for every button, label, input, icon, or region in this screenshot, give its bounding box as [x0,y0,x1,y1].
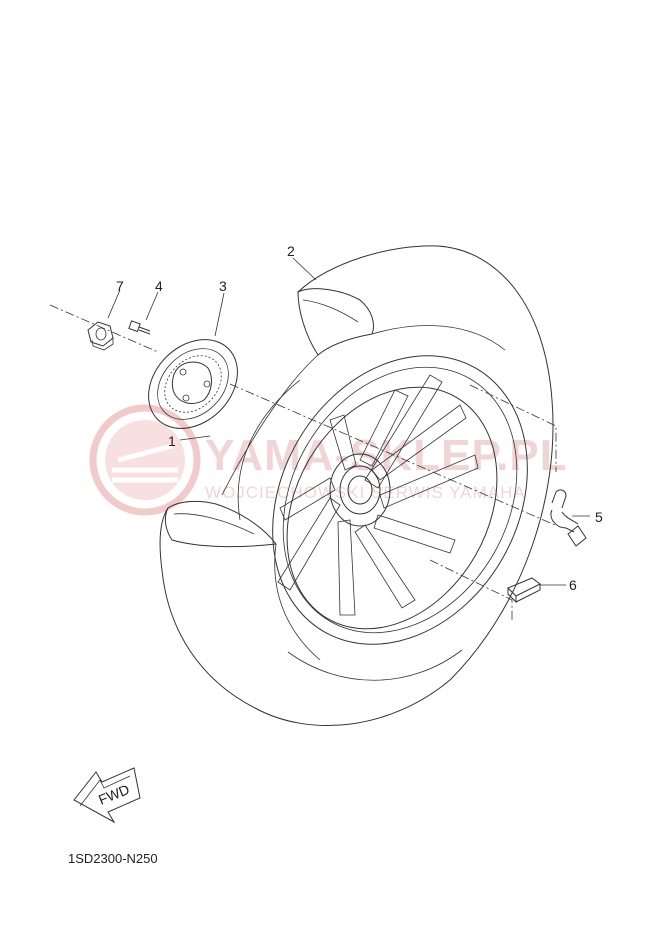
watermark-subtitle: WOJCIECHOWSKI SERWIS YAMAHA [205,483,526,502]
axis-line [49,304,556,526]
bolt [128,320,151,335]
callout-1: 1 [168,433,176,449]
fwd-arrow-icon: FWD [73,767,141,824]
axis-line-valve [469,384,557,472]
axis-line-weight [429,559,513,622]
callout-3: 3 [219,278,227,294]
tire [159,245,554,727]
leader-lines [107,257,590,586]
air-valve [550,489,587,547]
callout-5: 5 [595,509,603,525]
callout-7: 7 [116,278,124,294]
sensor-rotor [148,339,238,429]
part-code: 1SD2300-N250 [68,851,158,866]
callout-6: 6 [569,577,577,593]
callout-2: 2 [287,243,295,259]
watermark-logo [89,404,201,516]
nut [87,321,114,351]
callout-4: 4 [155,278,163,294]
balance-weight [507,577,541,604]
watermark: YAMA-SKLEP.PL WOJCIECHOWSKI SERWIS YAMAH… [89,404,567,516]
wheel-rim [272,355,528,645]
